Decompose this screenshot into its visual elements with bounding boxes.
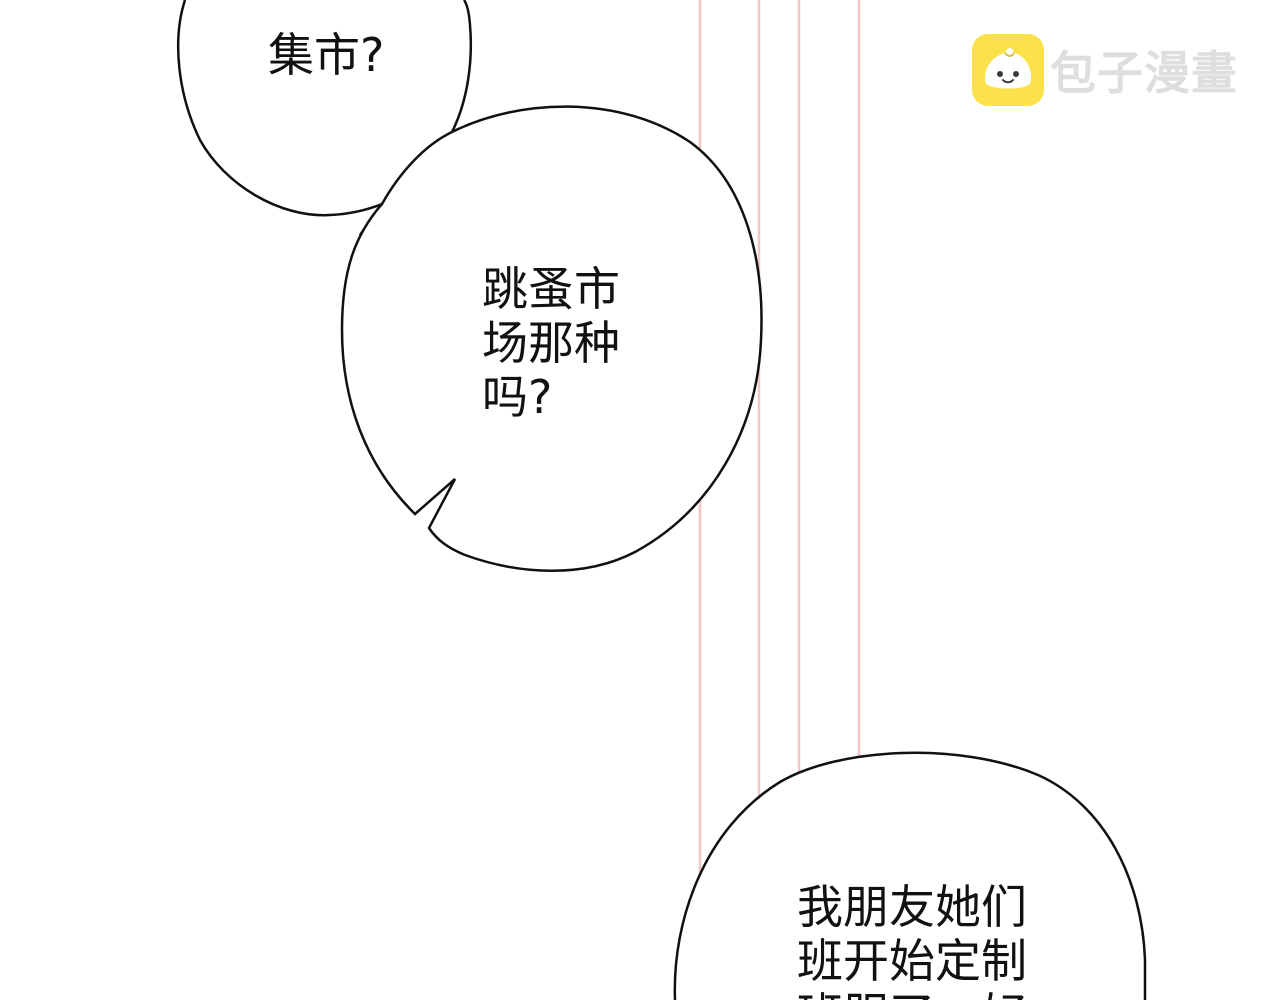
speech-bubble-top-text: 集市? (268, 28, 385, 82)
speech-bubble-middle (340, 105, 763, 572)
watermark-text: 包子漫畫 (1050, 46, 1238, 100)
speech-bubble-middle-text: 跳蚤市 场那种 吗? (482, 262, 620, 424)
speech-bubble-bottom-text: 我朋友她们 班开始定制 班服了，好 (797, 880, 1027, 1000)
speech-bubble-bottom (673, 751, 1147, 1000)
speech-bubble-top (177, 0, 473, 236)
steamed-bun-icon (972, 34, 1044, 106)
site-watermark: 包子漫畫 (972, 34, 1238, 106)
